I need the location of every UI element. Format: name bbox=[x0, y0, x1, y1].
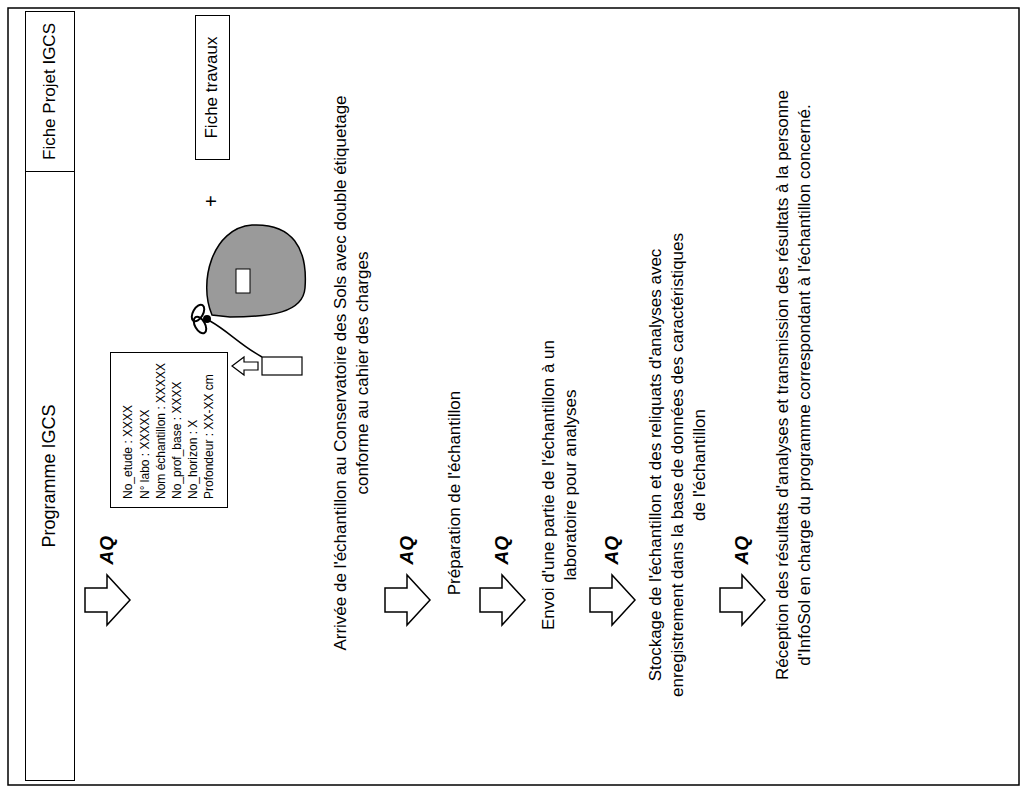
step-text: Préparation de l'échantillon bbox=[444, 333, 466, 653]
flow-arrow bbox=[720, 575, 765, 625]
work-sheet-box: Fiche travaux bbox=[195, 15, 230, 160]
step-text: Arrivée de l'échantillon au Conservatoir… bbox=[330, 83, 374, 663]
qa-mark: AQ bbox=[96, 536, 118, 565]
step-text: Envoi d'une partie de l'échantillon à un… bbox=[538, 325, 582, 645]
box-text: Fiche travaux bbox=[202, 36, 222, 138]
qa-mark: AQ bbox=[731, 536, 753, 565]
tag-arrow bbox=[232, 357, 258, 375]
label-field: Profondeur : XX-XX cm bbox=[201, 374, 217, 499]
program-cell: Programme IGCS bbox=[25, 171, 75, 781]
qa-mark: AQ bbox=[491, 536, 513, 565]
flow-arrow bbox=[385, 575, 430, 625]
flow-arrow bbox=[480, 575, 525, 625]
label-field: No_horizon : X bbox=[185, 420, 201, 499]
qa-mark: AQ bbox=[396, 536, 418, 565]
flow-arrow bbox=[85, 575, 130, 625]
box-text: Fiche Projet IGCS bbox=[40, 23, 60, 160]
sample-bag bbox=[207, 225, 306, 317]
outer-frame bbox=[8, 8, 1019, 785]
bag-label bbox=[236, 269, 250, 293]
qa-mark: AQ bbox=[601, 536, 623, 565]
bag-knot bbox=[203, 315, 211, 323]
step-text: Stockage de l'échantillon et des reliqua… bbox=[645, 230, 711, 700]
box-text: Programme IGCS bbox=[39, 404, 61, 547]
label-field: No_prof_base : XXXX bbox=[169, 382, 185, 499]
flow-arrow bbox=[590, 575, 635, 625]
label-field: No_etude : XXXX bbox=[120, 405, 136, 499]
sample-label-box: No_etude : XXXXN° labo : XXXXXNom échant… bbox=[110, 352, 228, 508]
label-field: N° labo : XXXXX bbox=[137, 409, 153, 499]
label-field: Nom échantillon : XXXXX bbox=[153, 363, 169, 499]
sample-tag bbox=[262, 357, 302, 375]
step-text: Réception des résultats d'analyses et tr… bbox=[772, 85, 816, 685]
plus-sign: + bbox=[200, 195, 222, 207]
project-cell: Fiche Projet IGCS bbox=[25, 11, 75, 172]
